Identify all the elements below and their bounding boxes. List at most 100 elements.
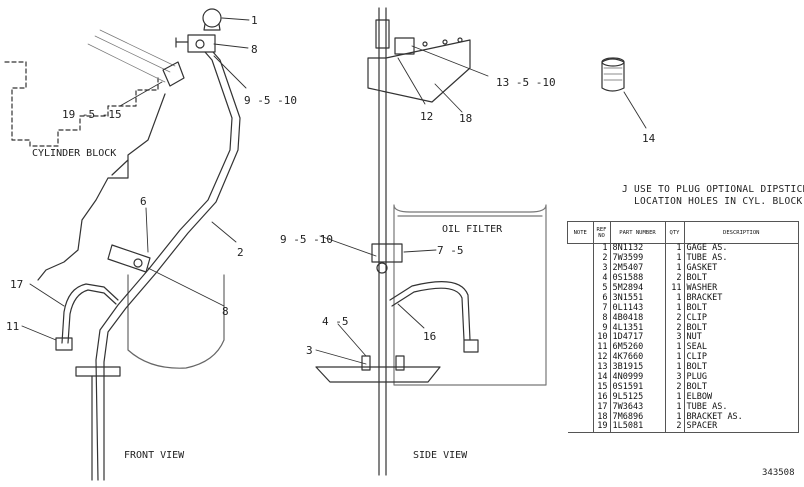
block-step-line [111, 159, 129, 176]
cell-ref: 6 [593, 293, 611, 304]
cell-note [567, 422, 594, 433]
cell-desc: NUT [684, 333, 799, 343]
cell-qty: 1 [665, 343, 685, 353]
cell-qty: 2 [665, 323, 685, 334]
cylinder-block-outline [4, 61, 159, 147]
cell-note [567, 293, 594, 304]
cell-desc: BOLT [684, 382, 799, 393]
cell-note [567, 392, 594, 403]
tube-2-front-inner [103, 51, 241, 481]
cell-part: 0S1588 [610, 274, 666, 284]
cell-qty: 2 [665, 274, 685, 284]
cell-desc: TUBE AS. [684, 254, 799, 264]
cell-desc: WASHER [684, 284, 799, 294]
parts-table-header: NOTE REF NO PART NUMBER QTY DESCRIPTION [567, 221, 799, 244]
nut-10-side [376, 262, 388, 274]
tube-side [378, 7, 387, 476]
cell-desc: BRACKET [684, 293, 799, 304]
header-desc: DESCRIPTION [683, 221, 799, 244]
cell-qty: 1 [665, 303, 685, 314]
cell-ref: 3 [593, 264, 611, 274]
cell-part: 4B0418 [610, 313, 666, 324]
cell-note [567, 382, 594, 393]
cell-ref: 15 [593, 382, 611, 393]
cell-ref: 14 [593, 373, 611, 383]
clip-7-side [371, 243, 403, 263]
cell-part: 8N1132 [610, 243, 666, 254]
cell-ref: 18 [593, 412, 611, 423]
cell-part: 6M5260 [610, 343, 666, 353]
elbow-16-side [389, 281, 471, 341]
cell-note [567, 362, 594, 373]
cell-desc: SPACER [684, 422, 799, 433]
oil-pan-front [127, 274, 225, 369]
cell-qty: 2 [665, 382, 685, 393]
callout-19-5-15: 19 -5 -15 [62, 108, 122, 121]
tube-17-front [61, 283, 119, 344]
cell-desc: CLIP [684, 313, 799, 324]
cell-ref: 19 [593, 422, 611, 433]
callout-2: 2 [237, 246, 244, 259]
side-view-label: SIDE VIEW [413, 450, 468, 461]
cell-note [567, 303, 594, 314]
callout-11: 11 [6, 320, 19, 333]
callout-3: 3 [306, 344, 313, 357]
callout-12: 12 [420, 110, 433, 123]
cell-part: 4K7660 [610, 353, 666, 363]
callout-8-top: 8 [251, 43, 258, 56]
cell-ref: 7 [593, 303, 611, 314]
bolt-9-front [175, 37, 189, 48]
cell-qty: 1 [665, 264, 685, 274]
gage-handle-front [202, 8, 222, 28]
cell-part: 3B1915 [610, 363, 666, 373]
cell-part: 1L5081 [610, 422, 666, 433]
callout-8-mid: 8 [222, 305, 229, 318]
header-note: NOTE [567, 221, 594, 244]
callout-16: 16 [423, 330, 436, 343]
drawing-code: 343508 [762, 468, 795, 478]
cell-desc: TUBE AS. [684, 402, 799, 413]
cell-note [567, 402, 594, 413]
cell-qty: 1 [665, 243, 685, 254]
seal-11-front [55, 337, 73, 351]
cell-note [567, 243, 594, 254]
bracket-6-front [107, 244, 151, 273]
cell-note [567, 323, 594, 334]
header-qty: QTY [664, 221, 685, 244]
callout-6: 6 [140, 195, 147, 208]
cell-part: 3N1551 [610, 293, 666, 304]
cell-part: 0S1591 [610, 382, 666, 393]
cell-desc: ELBOW [684, 392, 799, 403]
cell-qty: 11 [665, 284, 685, 294]
cell-note [567, 263, 594, 274]
clip-8-front [187, 34, 216, 53]
cell-ref: 13 [593, 363, 611, 373]
oil-filter-housing [393, 204, 547, 386]
cell-qty: 3 [665, 333, 685, 343]
cell-part: 0L1143 [610, 303, 666, 314]
cell-ref: 4 [593, 274, 611, 284]
clip-12-side [394, 37, 415, 55]
cell-qty: 1 [665, 293, 685, 304]
tube-2-front [95, 51, 233, 481]
block-edge-line [37, 93, 166, 281]
cell-part: 2M5407 [610, 264, 666, 274]
cell-ref: 5 [593, 284, 611, 294]
cell-qty: 3 [665, 373, 685, 383]
cell-desc: BOLT [684, 274, 799, 284]
